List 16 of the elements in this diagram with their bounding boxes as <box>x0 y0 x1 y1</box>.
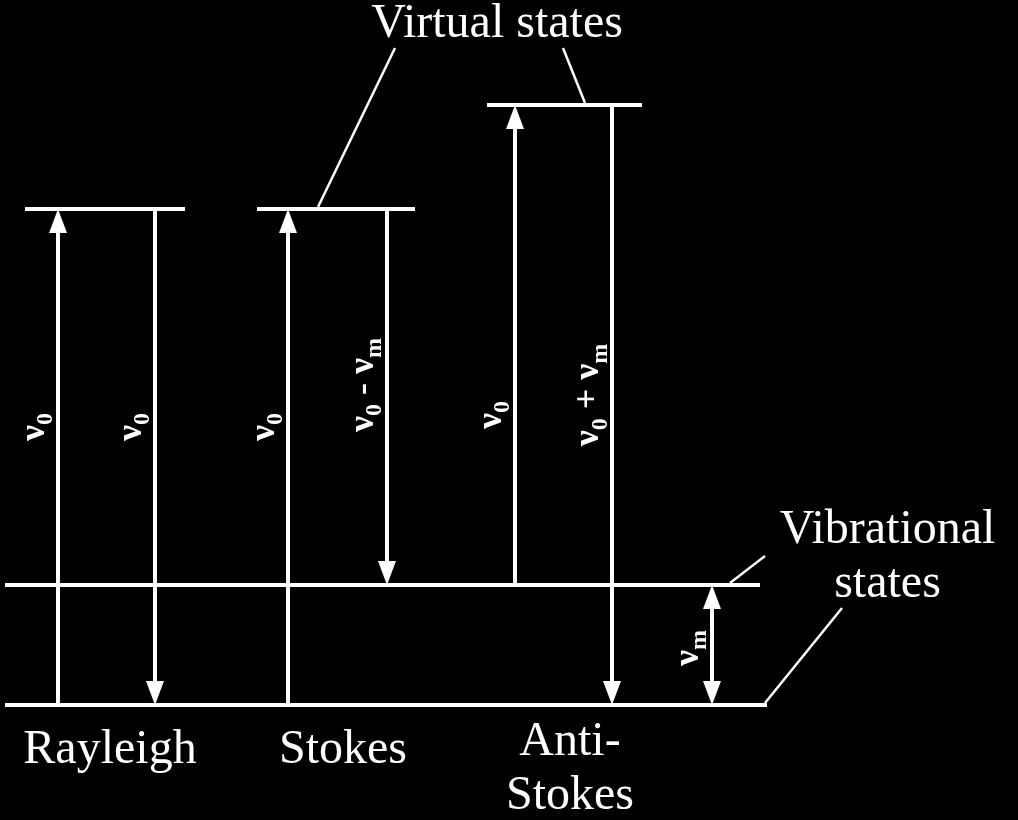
arrow <box>506 105 524 583</box>
double-headed-arrow <box>703 585 721 705</box>
arrow <box>49 209 67 703</box>
arrow <box>603 107 621 705</box>
arrow <box>146 211 164 705</box>
column-label: Stokes <box>278 720 408 774</box>
column-label: Rayleigh <box>22 720 198 774</box>
column-label: Anti- Stokes <box>505 712 635 820</box>
leader-line <box>316 47 397 208</box>
leader-line <box>729 555 766 584</box>
callout-label: Vibrational states <box>765 500 1010 608</box>
leader-line <box>561 47 587 104</box>
arrow <box>279 209 297 703</box>
leader-line <box>764 607 843 704</box>
callout-label: Virtual states <box>352 0 642 48</box>
arrow <box>378 211 396 585</box>
